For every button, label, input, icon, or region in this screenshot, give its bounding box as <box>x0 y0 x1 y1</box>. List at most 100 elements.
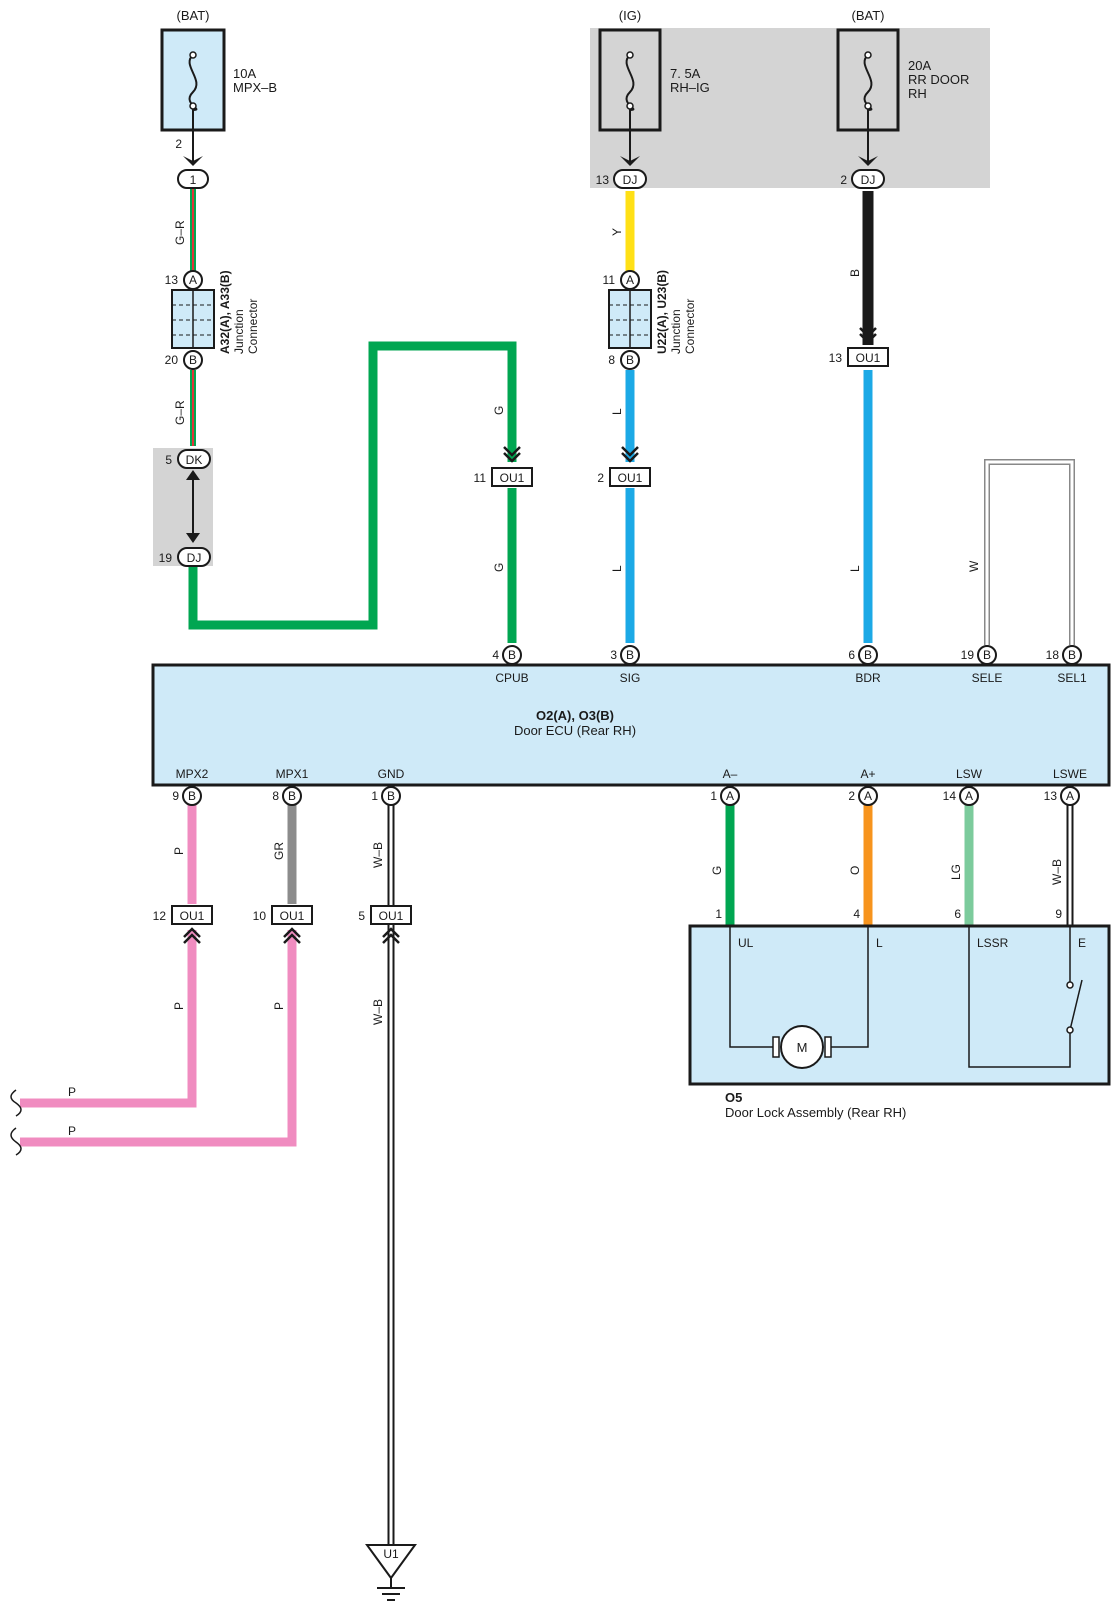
svg-text:B: B <box>848 269 862 277</box>
svg-text:G: G <box>710 866 724 875</box>
ecu-pin-name: A– <box>723 767 738 781</box>
lock-terminal-name: UL <box>738 936 754 950</box>
svg-text:B: B <box>626 353 634 367</box>
svg-text:DJ: DJ <box>861 173 876 187</box>
connector-dk: DK 5 <box>165 449 211 469</box>
svg-text:P: P <box>68 1124 76 1138</box>
wire-p-in2 <box>20 930 297 1147</box>
svg-text:OU1: OU1 <box>180 909 205 923</box>
svg-text:G–R: G–R <box>173 220 187 245</box>
ecu-pin-name: CPUB <box>495 671 528 685</box>
ecu-pin-name: SEL1 <box>1057 671 1087 685</box>
ecu-pin-conn: B <box>188 789 196 803</box>
lock-terminal-name: LSSR <box>977 936 1009 950</box>
ecu-subtitle: Door ECU (Rear RH) <box>514 723 636 738</box>
connector-ou1-p10: OU1 10 <box>253 905 313 944</box>
lock-terminal-ul: 1UL <box>715 907 753 950</box>
fuse-mpx-b-source: (BAT) <box>177 8 210 23</box>
door-lock-id: O5 <box>725 1090 742 1105</box>
svg-text:Connector: Connector <box>246 299 260 354</box>
fuse-rh-ig-name: RH–IG <box>670 80 710 95</box>
svg-text:W–B: W–B <box>371 999 385 1025</box>
svg-text:P: P <box>68 1085 76 1099</box>
junction-connector-mid: A 11 B 8 U22(A), U23(B) Junction Connect… <box>603 270 697 370</box>
ecu-pin-num: 2 <box>848 789 855 803</box>
svg-text:10: 10 <box>253 909 267 923</box>
connector-ou1-p12: OU1 12 <box>153 905 213 944</box>
connector-1: 1 <box>177 169 209 189</box>
connector-dj-ig: DJ 13 <box>596 169 647 189</box>
svg-text:G: G <box>492 406 506 415</box>
door-ecu: O2(A), O3(B) Door ECU (Rear RH) B4CPUBB3… <box>151 645 1111 806</box>
connector-ou1-g5: OU1 5 <box>358 905 412 944</box>
fuse-rr-door: (BAT) 20A RR DOOR RH <box>836 8 969 166</box>
ecu-pin-name: SIG <box>620 671 641 685</box>
svg-text:W: W <box>967 560 981 572</box>
fuse-rr-door-source: (BAT) <box>852 8 885 23</box>
ecu-pin-name: MPX1 <box>276 767 309 781</box>
ground-icon <box>377 1578 405 1601</box>
svg-text:OU1: OU1 <box>618 471 643 485</box>
ecu-pin-num: 13 <box>1044 789 1058 803</box>
svg-text:U22(A), U23(B): U22(A), U23(B) <box>655 270 669 354</box>
ecu-pin-conn: B <box>626 648 634 662</box>
ecu-pin-num: 8 <box>272 789 279 803</box>
svg-text:11: 11 <box>603 273 616 287</box>
pin-dj-rr: 2 <box>840 173 847 187</box>
svg-text:LG: LG <box>949 864 963 880</box>
svg-text:Connector: Connector <box>683 299 697 354</box>
svg-text:20: 20 <box>165 353 179 367</box>
fuse-mpx-b-rating: 10A <box>233 66 256 81</box>
ecu-pin-conn: B <box>983 648 991 662</box>
ecu-pin-conn: B <box>288 789 296 803</box>
svg-text:P: P <box>172 847 186 855</box>
fuse-mpx-b-pin: 2 <box>175 137 182 151</box>
lock-terminal-num: 6 <box>954 907 961 921</box>
wire-break-marks <box>10 1089 22 1156</box>
fuse-rh-ig-rating: 7. 5A <box>670 66 701 81</box>
svg-text:M: M <box>797 1040 808 1055</box>
fuse-mpx-b: (BAT) 10A MPX–B 2 <box>160 8 277 166</box>
svg-text:12: 12 <box>153 909 167 923</box>
ecu-pin-name: MPX2 <box>176 767 209 781</box>
lock-terminal-l: 4L <box>853 907 883 950</box>
ecu-pin-num: 4 <box>492 648 499 662</box>
ecu-pin-conn: A <box>726 789 734 803</box>
svg-text:U1: U1 <box>383 1547 399 1561</box>
svg-text:13: 13 <box>165 273 179 287</box>
ecu-pin-a-: A– A1 <box>710 767 740 806</box>
ecu-pin-num: 1 <box>710 789 717 803</box>
ecu-pin-num: 1 <box>371 789 378 803</box>
pin-dj-ig: 13 <box>596 173 610 187</box>
svg-text:A: A <box>626 273 634 287</box>
door-lock-name: Door Lock Assembly (Rear RH) <box>725 1105 906 1120</box>
ecu-pin-num: 18 <box>1046 648 1060 662</box>
svg-text:OU1: OU1 <box>856 351 881 365</box>
ecu-pin-conn: B <box>508 648 516 662</box>
fuse-block-shading <box>590 28 990 188</box>
wire-g-loop <box>188 341 517 630</box>
dk-dj-link <box>186 470 200 543</box>
wire-labels: G–R G–R Y G G L L B L W P GR W–B P P W–B… <box>68 220 1064 1138</box>
ecu-pin-name: SELE <box>972 671 1003 685</box>
ecu-pin-num: 6 <box>848 648 855 662</box>
ecu-pin-name: A+ <box>860 767 875 781</box>
fuse-rr-door-name1: RR DOOR <box>908 72 969 87</box>
svg-text:DK: DK <box>186 453 203 467</box>
svg-text:Junction: Junction <box>232 309 246 354</box>
ecu-pin-conn: B <box>1068 648 1076 662</box>
svg-text:8: 8 <box>608 353 615 367</box>
connector-ou1-g: OU1 11 <box>474 446 533 487</box>
ecu-pin-conn: A <box>1066 789 1074 803</box>
svg-text:DJ: DJ <box>187 551 202 565</box>
svg-text:13: 13 <box>829 351 843 365</box>
ecu-pin-name: BDR <box>855 671 881 685</box>
svg-text:DJ: DJ <box>623 173 638 187</box>
